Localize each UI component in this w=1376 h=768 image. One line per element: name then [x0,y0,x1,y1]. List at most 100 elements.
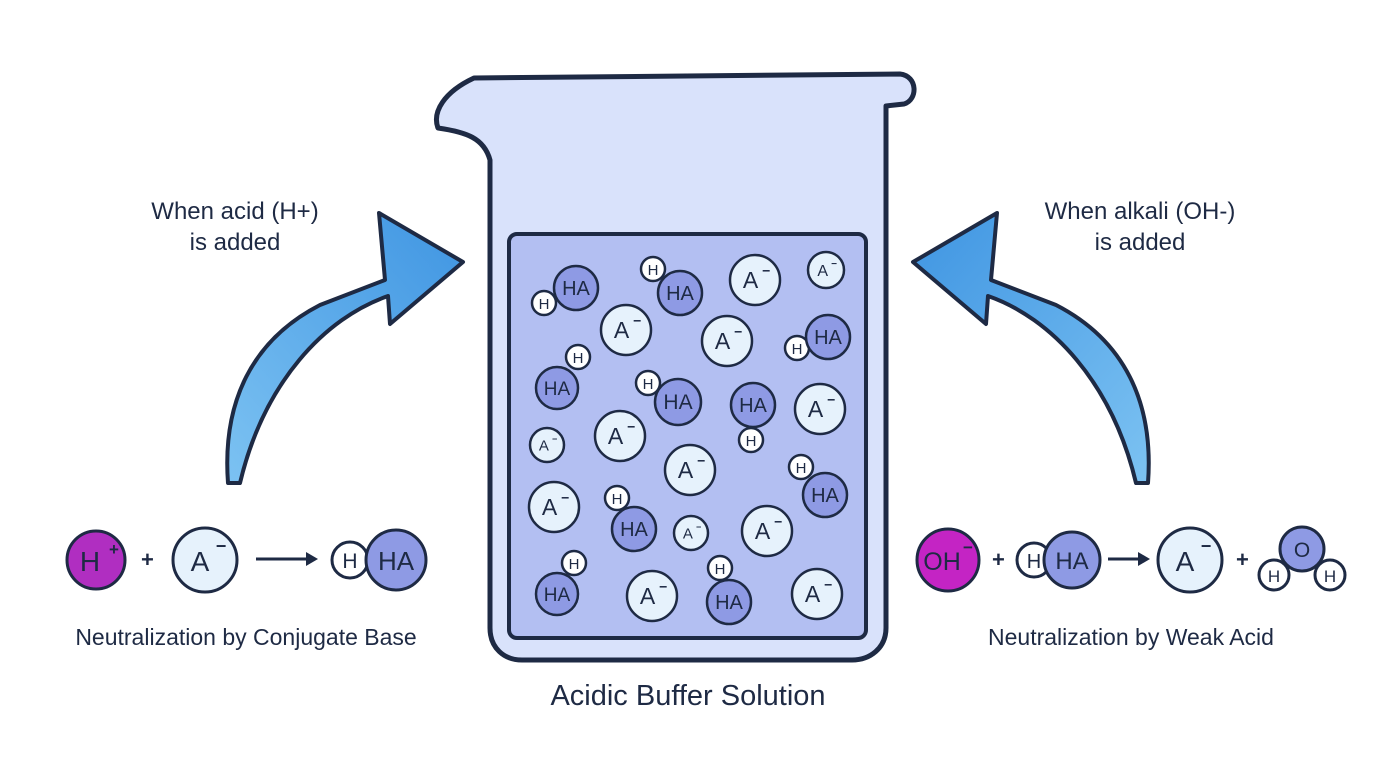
left-caption: Neutralization by Conjugate Base [75,624,417,650]
hydrogen-atom [603,484,631,512]
conjugate-base-ion [806,250,846,290]
product-a-minus-charge: − [1201,536,1212,556]
left-plus-sign: + [141,547,154,572]
hydrogen-label: H [573,350,584,367]
conjugate-base-label: A [683,525,693,542]
conjugate-base-charge: − [697,453,705,469]
conjugate-base-charge: − [552,434,557,444]
conjugate-base-ion [672,514,710,552]
conjugate-base-label: A [678,457,694,483]
right-equation: OH − H HA A − O H H [915,525,1347,594]
water-h-atom-right [1313,558,1347,592]
conjugate-base-charge: − [696,522,701,532]
hydrogen-atom [560,549,588,577]
left-trigger-label: When acid (H+) is added [120,196,350,258]
water-h-atom-left [1257,558,1291,592]
conjugate-base-ion [700,314,754,368]
a-minus-ion [171,526,239,594]
weak-acid-molecule [656,269,704,317]
product-h-label: H [342,550,357,573]
weak-acid-label: HA [814,327,842,349]
hydrogen-atom [639,255,667,283]
weak-acid-molecule [552,264,600,312]
right-trigger-line2: is added [1094,229,1186,256]
conjugate-base-charge: − [734,324,742,340]
weak-acid-label: HA [666,283,694,305]
conjugate-base-label: A [808,396,824,422]
product-ha-molecule [364,528,428,592]
right-curved-arrow [911,211,1151,485]
hydrogen-atom [564,343,592,371]
weak-acid-label: HA [663,391,692,414]
right-trigger-line1: When alkali (OH-) [1044,198,1236,225]
conjugate-base-label: A [614,317,630,343]
conjugate-base-ion [625,569,679,623]
conjugate-base-ion [593,409,647,463]
conjugate-base-ion [527,480,581,534]
right-reaction-arrow-head [1138,552,1150,566]
weak-acid-label: HA [620,519,648,541]
hydrogen-atom [706,554,734,582]
conjugate-base-charge: − [561,490,569,506]
hydrogen-atom [787,453,815,481]
right-plus-sign-1: + [992,547,1005,572]
water-o-atom [1278,525,1326,573]
conjugate-base-charge: − [827,392,835,408]
conjugate-base-label: A [817,263,828,280]
conjugate-base-label: A [805,581,821,607]
hydrogen-label: H [796,460,807,477]
weak-acid-label: HA [562,278,590,300]
left-equation: H + A − H HA [65,526,428,594]
conjugate-base-label: A [542,494,558,520]
hydrogen-label: H [792,341,803,358]
h-plus-ion [65,529,127,591]
conjugate-base-ion [599,303,653,357]
hydrogen-label: H [715,561,726,578]
conjugate-base-label: A [743,267,759,293]
oh-minus-ion [915,527,981,593]
weak-acid-molecule [705,578,753,626]
conjugate-base-label: A [715,328,731,354]
weak-acid-molecule [610,505,658,553]
conjugate-base-charge: − [762,263,770,279]
hydrogen-label: H [648,262,659,279]
conjugate-base-label: A [640,583,656,609]
product-ha-label: HA [378,546,415,576]
weak-acid-label: HA [739,395,767,417]
a-minus-label: A [191,546,210,577]
conjugate-base-label: A [755,518,771,544]
right-caption: Neutralization by Weak Acid [988,624,1274,650]
reactant-ha-molecule [1042,530,1102,590]
water-o-label: O [1294,539,1310,562]
water-h-label-left: H [1268,567,1280,586]
beaker-title: Acidic Buffer Solution [550,680,826,712]
weak-acid-molecule [804,313,852,361]
weak-acid-molecule [729,381,777,429]
weak-acid-molecule [534,571,580,617]
conjugate-base-charge: − [831,259,837,270]
conjugate-base-charge: − [627,419,635,435]
conjugate-base-charge: − [774,514,782,530]
weak-acid-label: HA [811,485,839,507]
conjugate-base-charge: − [824,577,832,593]
a-minus-charge: − [216,536,227,556]
weak-acid-molecule [801,471,849,519]
h-plus-label: H [80,546,100,577]
weak-acid-label: HA [544,585,571,606]
conjugate-base-ion [793,382,847,436]
conjugate-base-charge: − [633,313,641,329]
h-plus-charge: + [109,540,119,559]
left-trigger-line1: When acid (H+) [151,198,319,225]
left-reaction-arrow-head [306,552,318,566]
left-curved-arrow [225,211,465,485]
conjugate-base-charge: − [659,579,667,595]
hydrogen-atom [530,289,558,317]
conjugate-base-ion [663,443,717,497]
hydrogen-label: H [569,556,580,573]
hydrogen-label: H [746,433,757,450]
product-a-minus-label: A [1176,546,1195,577]
hydrogen-atom [634,369,662,397]
